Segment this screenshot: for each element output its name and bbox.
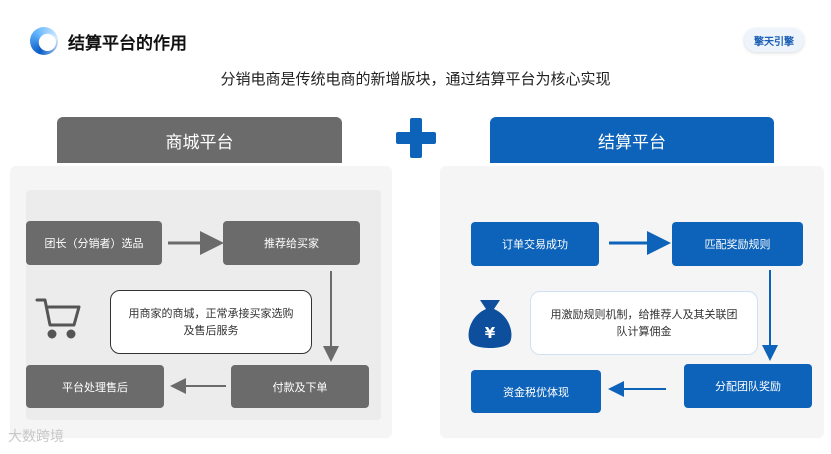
step-after-sales: 平台处理售后 <box>26 365 164 408</box>
brand-badge[interactable]: 擎天引擎 <box>744 28 804 52</box>
step-pay-and-order: 付款及下单 <box>231 365 369 408</box>
money-bag-yuan-icon: ¥ <box>468 300 512 348</box>
mall-platform-header: 商城平台 <box>57 117 342 163</box>
step-distribute-team-reward: 分配团队奖励 <box>684 364 812 408</box>
svg-text:¥: ¥ <box>485 324 496 342</box>
mall-note-line: 及售后服务 <box>183 324 239 337</box>
shopping-cart-icon <box>35 298 81 339</box>
step-match-reward-rules: 匹配奖励规则 <box>672 222 803 266</box>
logo-icon <box>30 27 58 55</box>
step-select-products: 团长（分销者）选品 <box>26 221 162 265</box>
mall-note-line: 用商家的商城，正常承接买家选购 <box>128 307 294 320</box>
settlement-note-line: 队计算佣金 <box>616 325 672 338</box>
subtitle: 分销电商是传统电商的新增版块，通过结算平台为核心实现 <box>220 70 611 88</box>
settlement-note-line: 用激励规则机制，给推荐人及其关联团 <box>550 308 738 321</box>
step-order-success: 订单交易成功 <box>471 222 599 266</box>
step-fund-tax-withdraw: 资金税优体现 <box>471 370 601 413</box>
page-title: 结算平台的作用 <box>68 34 187 54</box>
watermark: 大数跨境 <box>8 429 64 445</box>
settlement-note: 用激励规则机制，给推荐人及其关联团 队计算佣金 <box>530 291 758 355</box>
step-recommend-to-buyer: 推荐给买家 <box>223 221 360 265</box>
mall-note: 用商家的商城，正常承接买家选购 及售后服务 <box>110 290 312 354</box>
settlement-platform-header: 结算平台 <box>490 117 774 163</box>
